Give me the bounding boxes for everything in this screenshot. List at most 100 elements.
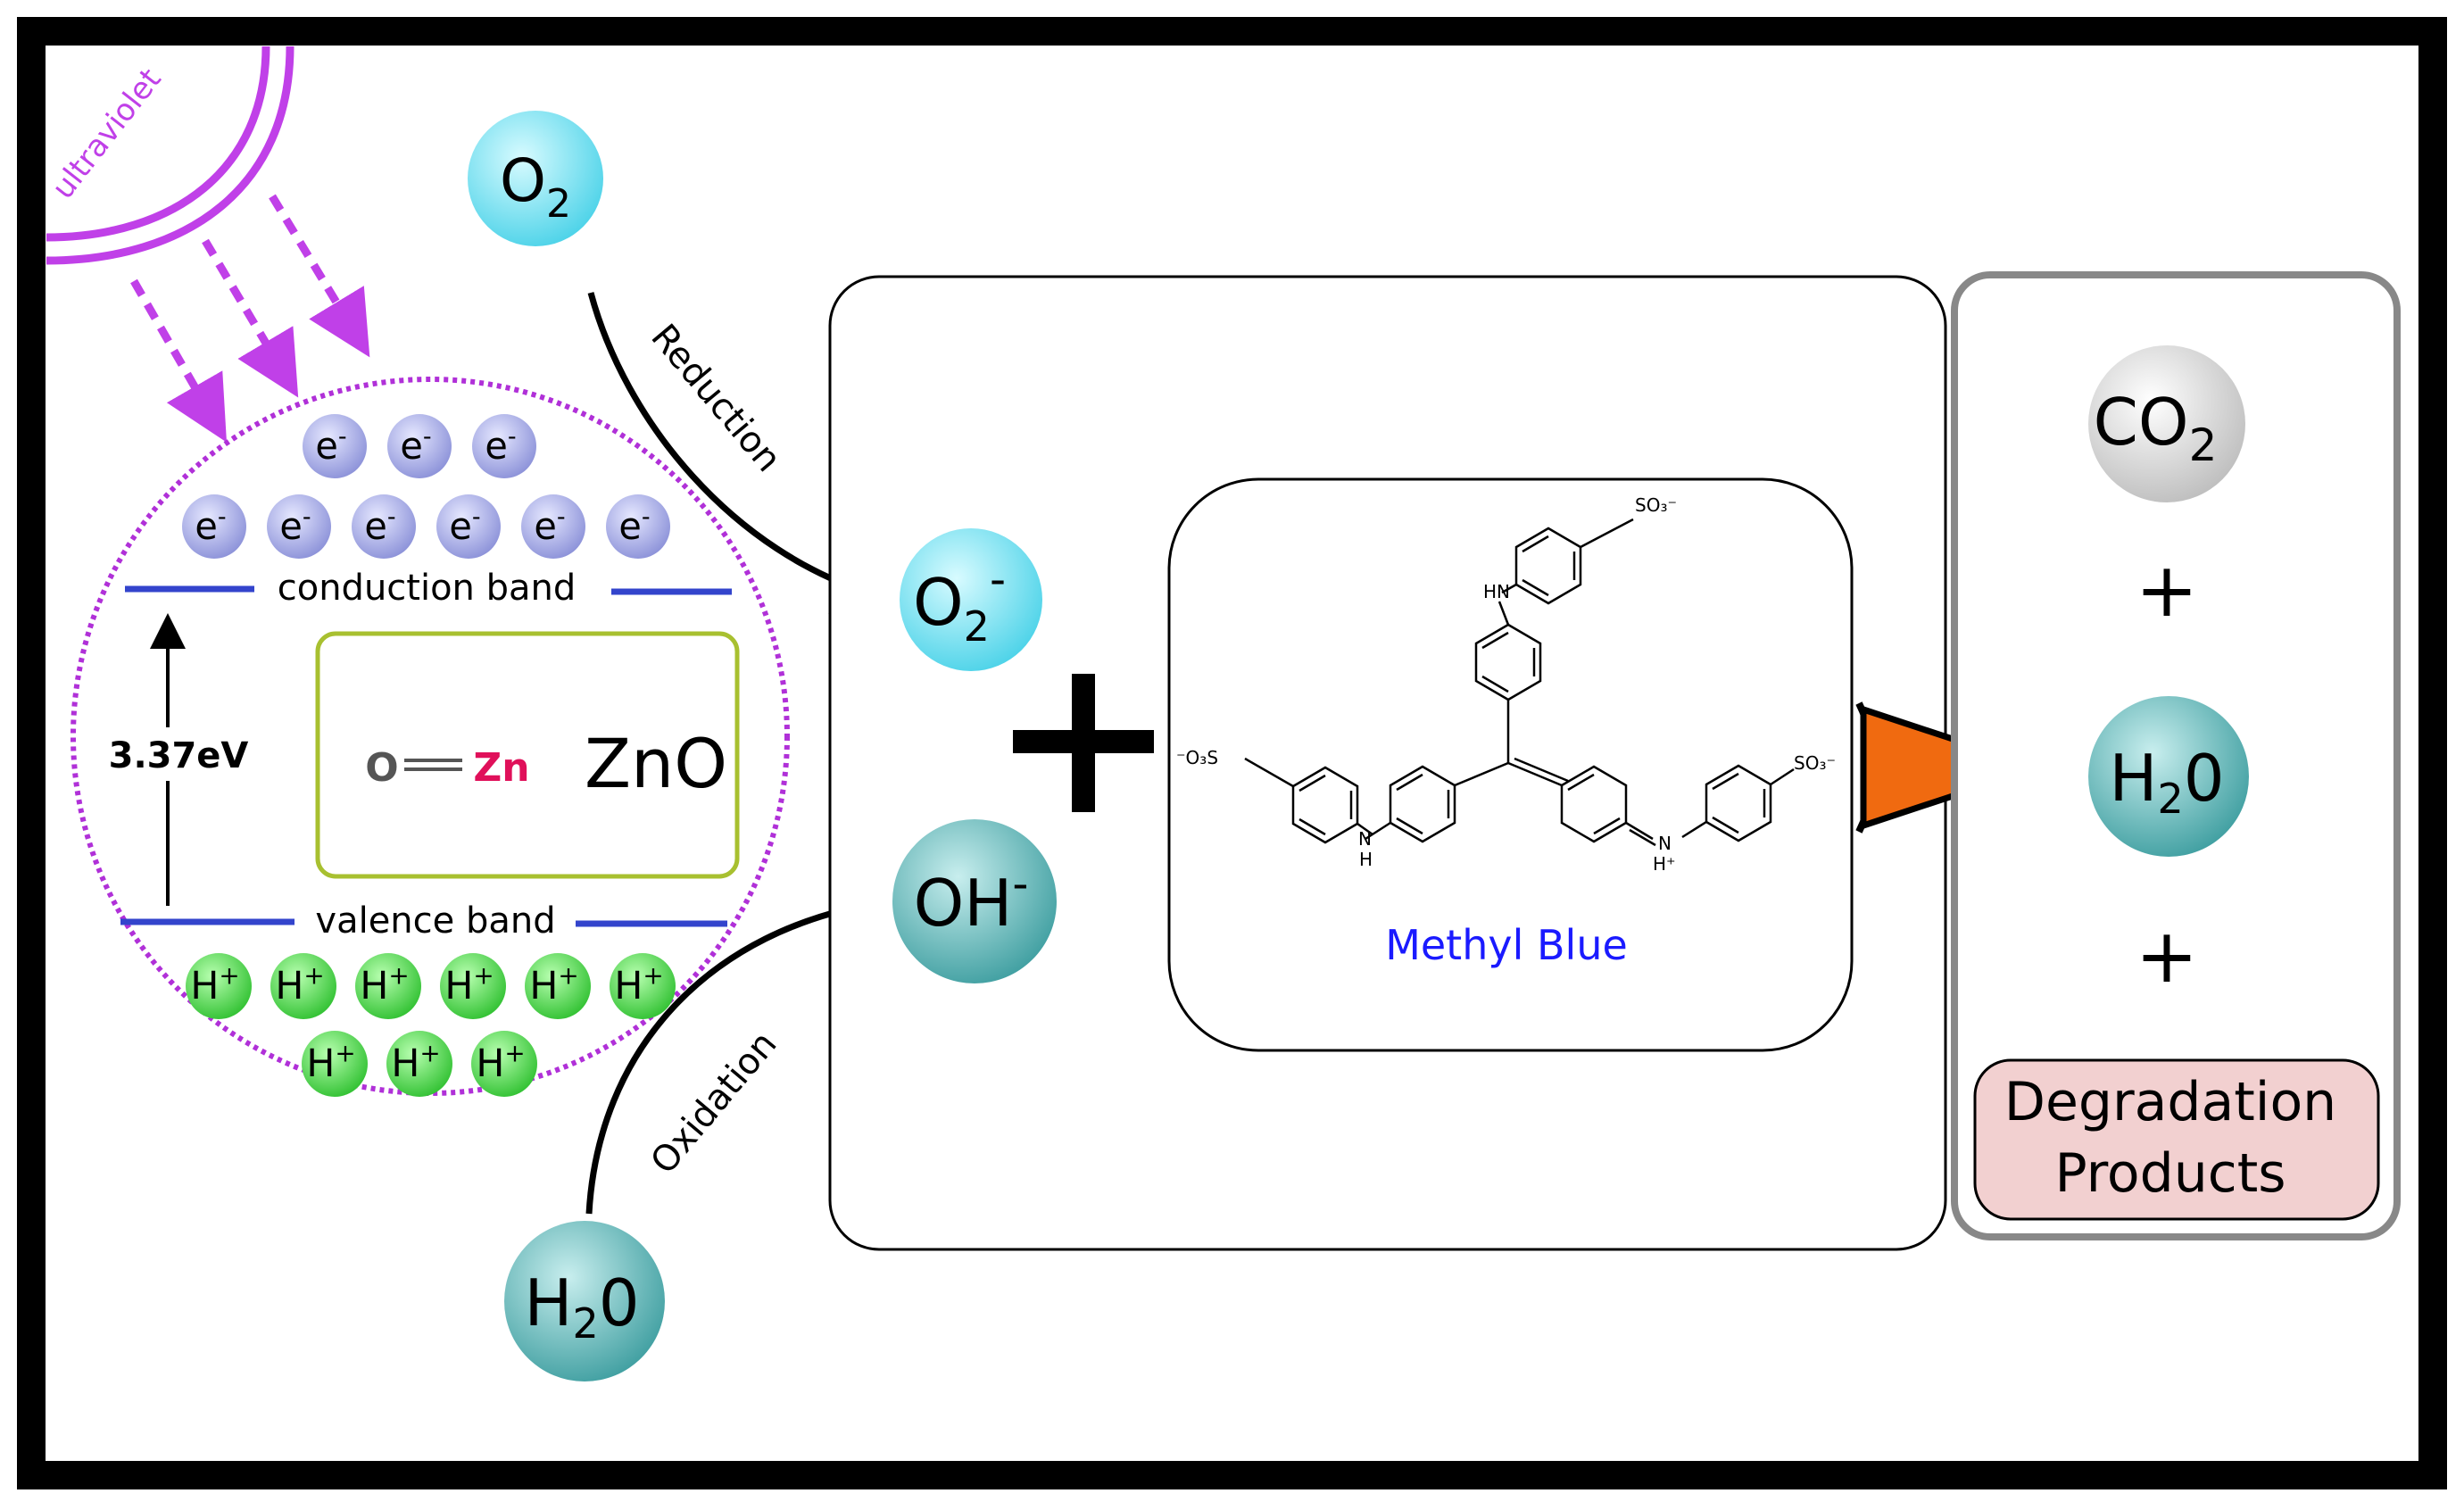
hole-charge: +: [504, 1038, 525, 1067]
hole-charge: +: [558, 960, 578, 990]
co2-main: CO: [2094, 385, 2189, 460]
superoxide-sub: 2: [964, 602, 990, 651]
hydroxide-sup: -: [1012, 858, 1028, 909]
svg-text:e-: e-: [364, 503, 395, 548]
electron-symbol: e: [364, 505, 386, 548]
electron-charge: -: [508, 423, 517, 451]
co2-sub: 2: [2189, 419, 2218, 471]
svg-text:H+: H+: [614, 960, 663, 1008]
hole-charge: +: [643, 960, 663, 990]
svg-text:e-: e-: [400, 423, 431, 468]
svg-text:OH-: OH-: [914, 858, 1029, 941]
electron-charge: -: [557, 503, 566, 531]
svg-text:e-: e-: [449, 503, 480, 548]
svg-text:CO2: CO2: [2094, 385, 2218, 471]
dye-name: Methyl Blue: [1385, 921, 1628, 969]
svg-text:H20: H20: [524, 1265, 639, 1348]
electron: e-: [182, 494, 246, 559]
hole: H+: [386, 1031, 452, 1097]
svg-text:H+: H+: [306, 1038, 355, 1086]
reduction-arrow: [587, 292, 898, 614]
o2-sub: 2: [546, 181, 571, 227]
hole: H+: [471, 1031, 537, 1097]
electron: e-: [352, 494, 416, 559]
zno-formula: ZnO: [585, 724, 727, 803]
hole-charge: +: [335, 1038, 355, 1067]
co2-product: CO2: [2088, 345, 2245, 502]
uv-ray-2: [202, 238, 299, 398]
svg-text:e-: e-: [315, 423, 346, 468]
superoxide-sup: -: [990, 553, 1006, 605]
svg-text:H+: H+: [391, 1038, 440, 1086]
svg-text:H+: H+: [275, 960, 324, 1008]
electron: e-: [267, 494, 331, 559]
zno-box: [315, 631, 740, 879]
electron-symbol: e: [618, 505, 641, 548]
hole-charge: +: [419, 1038, 440, 1067]
electron-symbol: e: [315, 425, 337, 468]
hole-symbol: H: [614, 965, 643, 1008]
h2o-product-sub: 2: [2158, 775, 2184, 823]
hole-charge: +: [473, 960, 494, 990]
electron-charge: -: [642, 503, 651, 531]
outer-frame: [17, 17, 2447, 1489]
zno-particle: e-e-e-e-e-e-e-e-e- H+H+H+H+H+H+H+H+H+ co…: [71, 377, 790, 1097]
uv-label: ultraviolet: [46, 62, 169, 205]
hole-symbol: H: [360, 965, 388, 1008]
electron-charge: -: [387, 503, 396, 531]
degradation-products-box: [1973, 1058, 2380, 1221]
hole: H+: [302, 1031, 368, 1097]
svg-text:H+: H+: [190, 960, 239, 1008]
oxidation-label: Oxidation: [643, 1024, 784, 1182]
so3-left-label: ⁻O₃S: [1176, 747, 1218, 768]
o2-molecule: O2: [468, 111, 603, 246]
superoxide-radical: O2-: [900, 528, 1042, 671]
electron: e-: [472, 414, 536, 478]
electron: e-: [387, 414, 452, 478]
svg-text:O2: O2: [500, 146, 571, 227]
hole-charge: +: [303, 960, 324, 990]
svg-text:O2-: O2-: [913, 553, 1006, 651]
electron-symbol: e: [400, 425, 422, 468]
reduction-label: Reduction: [643, 317, 789, 480]
hydroxide-main: OH: [914, 866, 1013, 941]
hole: H+: [525, 953, 591, 1019]
hole: H+: [186, 953, 252, 1019]
hole-group: H+H+H+H+H+H+H+H+H+: [186, 953, 676, 1097]
nh-left-label: N: [1358, 828, 1372, 850]
so3-top-label: SO₃⁻: [1635, 494, 1677, 516]
so3-right-label: SO₃⁻: [1794, 752, 1836, 774]
svg-text:e-: e-: [195, 503, 226, 548]
h2o-reactant: H20: [504, 1221, 665, 1381]
electron-symbol: e: [279, 505, 302, 548]
hole: H+: [610, 953, 676, 1019]
hole-symbol: H: [444, 965, 473, 1008]
svg-text:e-: e-: [618, 503, 650, 548]
band-gap-label: 3.37eV: [109, 735, 249, 776]
h2o-reactant-sub: 2: [573, 1299, 599, 1348]
nh-right-label: N: [1658, 833, 1672, 854]
h-right-label: H⁺: [1653, 853, 1676, 875]
electron: e-: [436, 494, 501, 559]
hole: H+: [270, 953, 336, 1019]
methyl-blue-labels: SO₃⁻ HN ⁻O₃S N H N H⁺ SO₃⁻: [1176, 494, 1836, 875]
electron: e-: [521, 494, 585, 559]
degradation-line-1: Degradation: [2004, 1071, 2336, 1133]
zno-o-atom: O: [365, 745, 398, 791]
hole: H+: [440, 953, 506, 1019]
hole-symbol: H: [190, 965, 219, 1008]
electron-charge: -: [218, 503, 227, 531]
h2o-product-main: H: [2109, 741, 2157, 816]
uv-ray-1: [130, 278, 227, 443]
hole-symbol: H: [476, 1042, 504, 1086]
hole: H+: [355, 953, 421, 1019]
electron-symbol: e: [449, 505, 471, 548]
hole-symbol: H: [275, 965, 303, 1008]
methyl-blue-structure: [1244, 518, 1795, 847]
h2o-reactant-tail: 0: [599, 1265, 640, 1340]
hole-charge: +: [219, 960, 239, 990]
electron-charge: -: [423, 423, 432, 451]
zno-zn-atom: Zn: [473, 745, 529, 791]
electron-symbol: e: [195, 505, 217, 548]
